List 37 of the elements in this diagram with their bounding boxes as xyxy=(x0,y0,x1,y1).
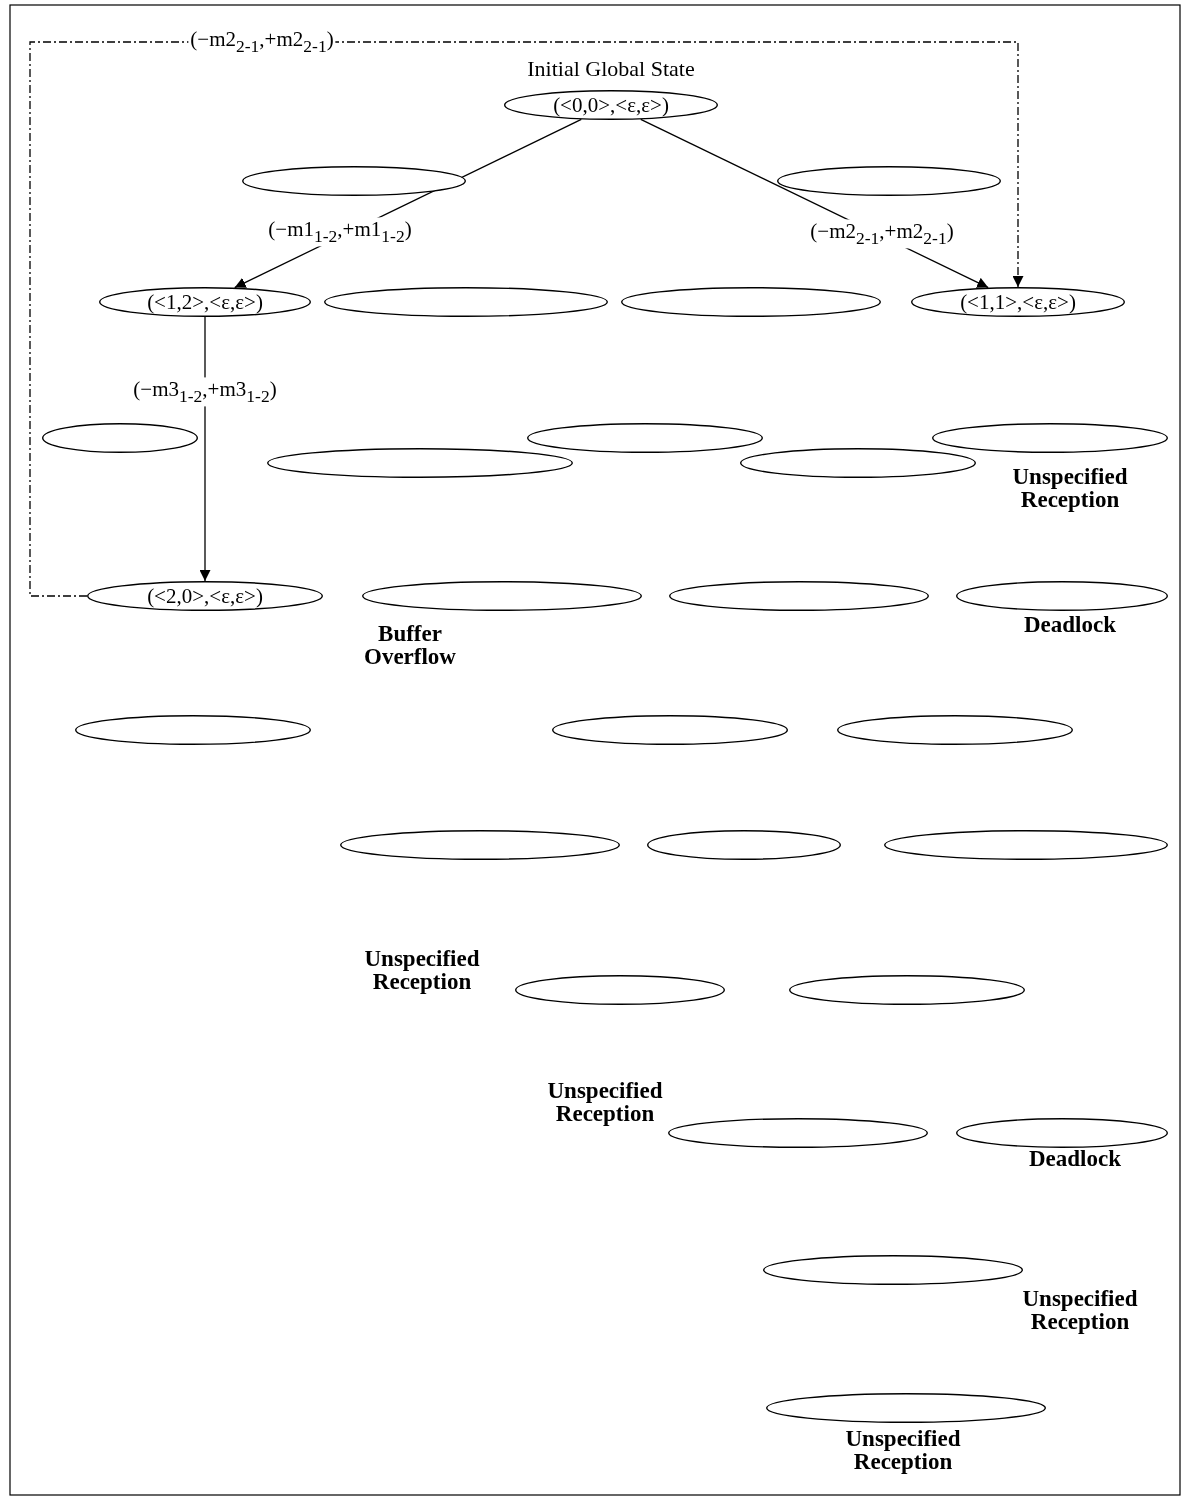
state-label: (<1,2>,<ε,ε>) xyxy=(146,289,264,315)
error-label: Deadlock xyxy=(1028,1147,1122,1170)
error-label: Unspecified Reception xyxy=(363,947,481,993)
error-label: Buffer Overflow xyxy=(363,622,457,668)
edge-label: (−m3$_{1-2}$,+m3$_{1-2}$) xyxy=(131,377,279,407)
empty-state-ellipse xyxy=(527,423,763,453)
empty-state-ellipse xyxy=(621,287,881,317)
empty-state-ellipse xyxy=(340,830,620,860)
empty-state-ellipse xyxy=(740,448,976,478)
error-label: Deadlock xyxy=(1023,613,1117,636)
empty-state-ellipse xyxy=(884,830,1168,860)
empty-state-ellipse xyxy=(777,166,1001,196)
state-ellipse xyxy=(99,287,311,317)
state-heading: Initial Global State xyxy=(526,56,696,82)
empty-state-ellipse xyxy=(789,975,1025,1005)
empty-state-ellipse xyxy=(552,715,788,745)
state-label: (<2,0>,<ε,ε>) xyxy=(146,583,264,609)
error-label: Unspecified Reception xyxy=(1021,1287,1139,1333)
arrow xyxy=(29,41,1024,597)
error-label: Unspecified Reception xyxy=(1011,465,1129,511)
empty-state-ellipse xyxy=(42,423,198,453)
empty-state-ellipse xyxy=(242,166,466,196)
error-label: Unspecified Reception xyxy=(546,1079,664,1125)
empty-state-ellipse xyxy=(647,830,841,860)
state-ellipse xyxy=(911,287,1125,317)
empty-state-ellipse xyxy=(837,715,1073,745)
state-ellipse xyxy=(87,581,323,611)
edge-label: (−m2$_{2-1}$,+m2$_{2-1}$) xyxy=(808,219,956,249)
empty-state-ellipse xyxy=(267,448,573,478)
error-label: Unspecified Reception xyxy=(844,1427,962,1473)
state-label: (<0,0>,<ε,ε>) xyxy=(552,92,670,118)
empty-state-ellipse xyxy=(324,287,608,317)
state-label: (<1,1>,<ε,ε>) xyxy=(959,289,1077,315)
empty-state-ellipse xyxy=(669,581,929,611)
arrow xyxy=(199,316,211,582)
edge-label: (−m1$_{1-2}$,+m1$_{1-2}$) xyxy=(266,217,414,247)
empty-state-ellipse xyxy=(75,715,311,745)
